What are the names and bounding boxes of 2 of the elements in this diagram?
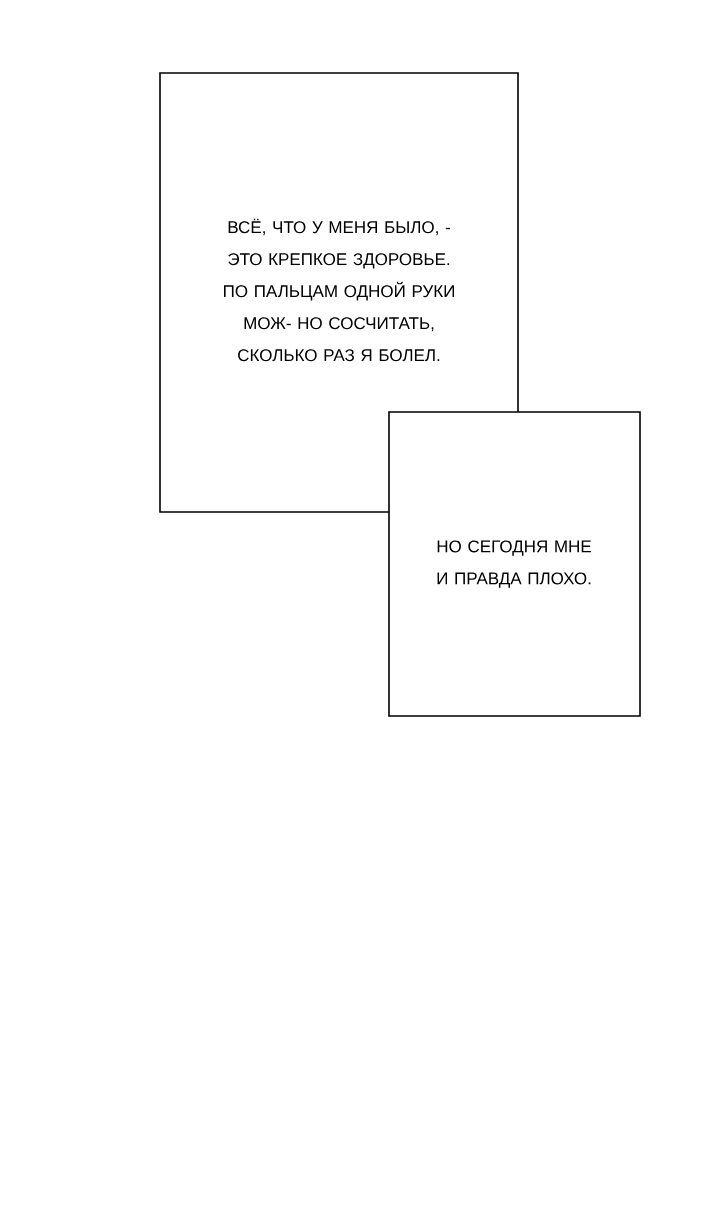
caption-box: НО СЕГОДНЯ МНЕ И ПРАВДА ПЛОХО.	[388, 411, 641, 717]
caption-box: ВСЁ, ЧТО У МЕНЯ БЫЛО, - ЭТО КРЕПКОЕ ЗДОРОВЬЕ. ПО ПАЛЬЦАМ ОДНОЙ РУКИ МОЖ- НО СОСЧИТАТЬ, СКОЛЬКО РАЗ Я БОЛЕЛ.	[159, 72, 519, 513]
